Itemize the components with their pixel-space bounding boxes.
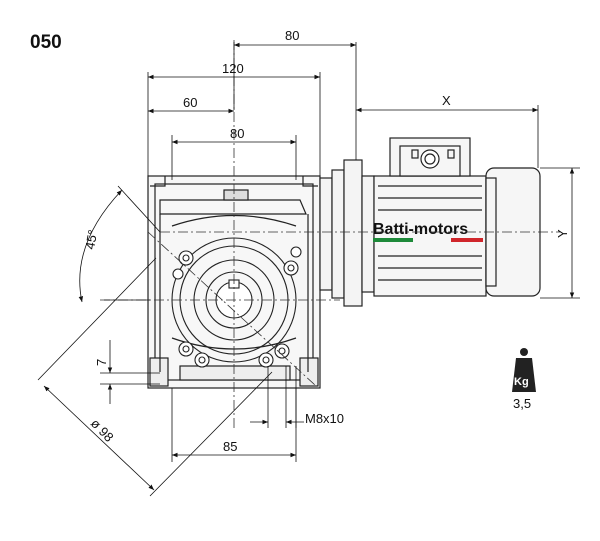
dim-thread: M8x10 bbox=[305, 411, 344, 426]
bolt-holes bbox=[172, 246, 302, 368]
motor-body bbox=[373, 137, 541, 297]
dim-80-holes: 80 bbox=[230, 126, 244, 141]
dim-y: Y bbox=[555, 229, 570, 238]
dim-85: 85 bbox=[223, 439, 237, 454]
weight-unit: Kg bbox=[514, 376, 529, 388]
dim-80-top: 80 bbox=[285, 28, 299, 43]
brand-name: Batti-motors bbox=[373, 221, 468, 238]
weight-icon: Kg bbox=[512, 348, 536, 392]
dim-98: ø 98 bbox=[88, 416, 117, 445]
dim-120: 120 bbox=[222, 61, 244, 76]
dim-x: X bbox=[442, 93, 451, 108]
dim-angle: 45° bbox=[82, 229, 100, 251]
model-title: 050 bbox=[30, 32, 62, 53]
brand-stripe-green bbox=[373, 238, 413, 242]
dim-7: 7 bbox=[94, 359, 109, 366]
dim-60: 60 bbox=[183, 95, 197, 110]
brand-stripe-red bbox=[451, 238, 483, 242]
weight-value: 3,5 bbox=[513, 396, 531, 411]
dimension-lines bbox=[37, 42, 580, 497]
motor-flange bbox=[319, 159, 375, 307]
